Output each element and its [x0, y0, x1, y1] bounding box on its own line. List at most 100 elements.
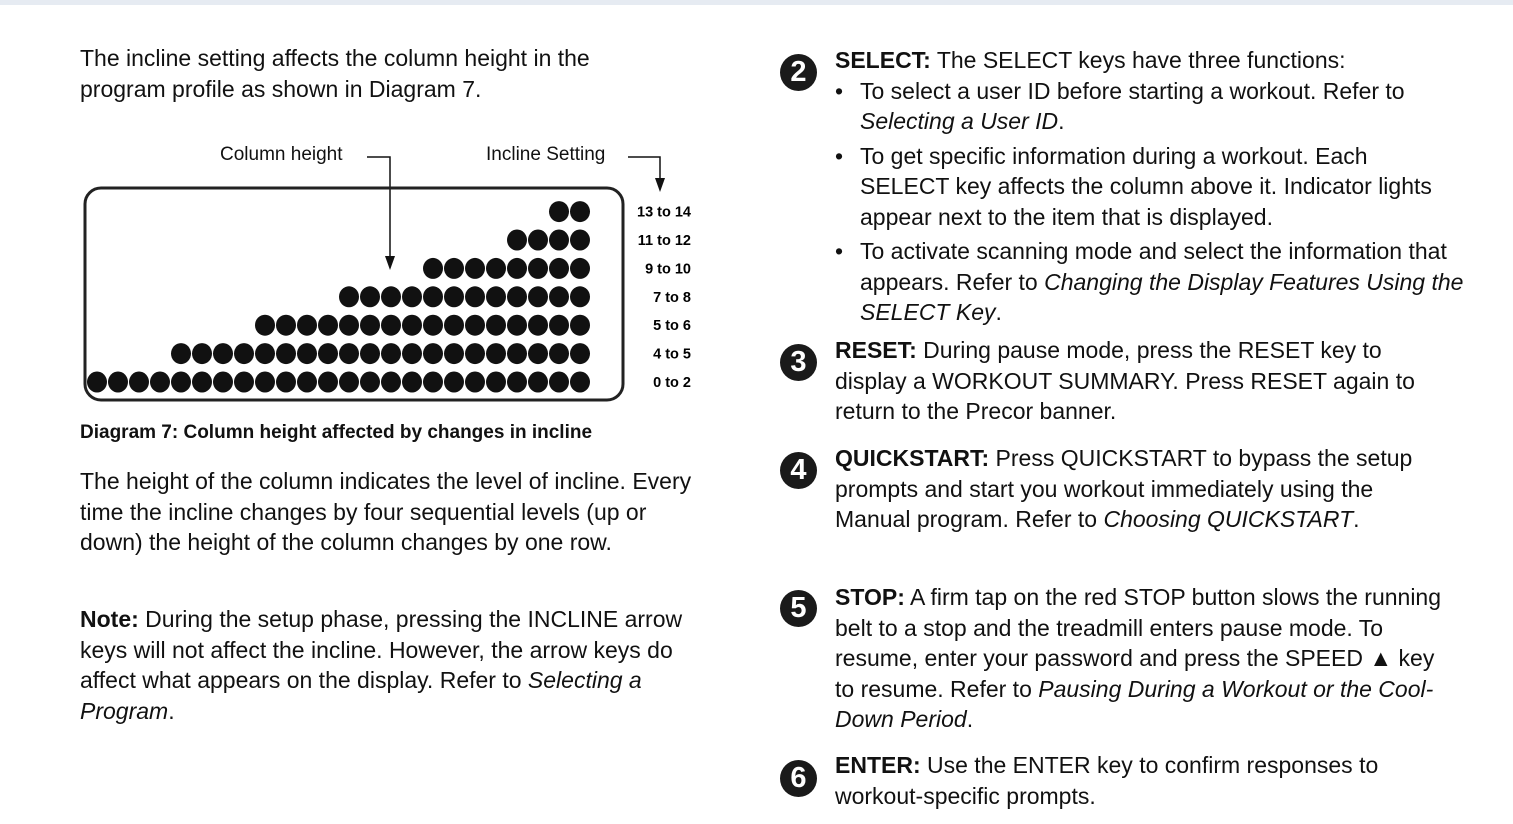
indicator-dot — [87, 371, 107, 393]
bullet-text: To get specific information during a wor… — [860, 142, 1432, 230]
incline-row-label: 0 to 2 — [653, 375, 691, 391]
indicator-dot — [549, 229, 569, 251]
indicator-dot — [318, 314, 338, 336]
indicator-dot — [486, 371, 506, 393]
select-text: The SELECT keys have three functions: — [930, 47, 1346, 73]
indicator-dot — [549, 257, 569, 279]
indicator-dot — [423, 343, 443, 365]
indicator-dot — [486, 257, 506, 279]
reset-text: During pause mode, press the RESET key t… — [835, 337, 1415, 424]
indicator-dot — [465, 257, 485, 279]
indicator-dot — [297, 371, 317, 393]
indicator-dot — [360, 286, 380, 308]
indicator-dot — [339, 343, 359, 365]
indicator-dot — [402, 286, 422, 308]
bullet-text: To activate scanning mode and select the… — [860, 238, 1447, 295]
number-3-icon: 3 — [780, 344, 817, 381]
indicator-dot — [171, 343, 191, 365]
note-paragraph: Note: During the setup phase, pressing t… — [80, 604, 715, 726]
bullet-reference: Changing the Display Features Using the … — [860, 268, 1464, 326]
indicator-dot — [465, 371, 485, 393]
number-5-icon: 5 — [780, 590, 817, 627]
bullet-item: •To select a user ID before starting a w… — [835, 76, 1460, 137]
indicator-dot — [402, 314, 422, 336]
note-reference: Selecting a Program — [80, 667, 642, 724]
quickstart-reference: Choosing QUICKSTART — [1103, 506, 1354, 532]
indicator-dot — [549, 201, 569, 223]
bullet-icon: • — [835, 142, 844, 169]
note-text: During the setup phase, pressing the INC… — [80, 606, 683, 693]
indicator-dot — [486, 286, 506, 308]
bullet-icon: • — [835, 77, 844, 104]
indicator-dot — [360, 314, 380, 336]
indicator-dot — [192, 371, 212, 393]
indicator-dot — [108, 371, 128, 393]
indicator-dot — [507, 371, 527, 393]
indicator-dot — [570, 201, 590, 223]
indicator-dot — [360, 371, 380, 393]
note-label: Note: — [80, 606, 139, 632]
top-band — [0, 0, 1513, 5]
indicator-dot — [213, 343, 233, 365]
bullet-reference: Selecting a User ID — [860, 108, 1059, 134]
bullet-item: •To activate scanning mode and select th… — [835, 236, 1490, 328]
column-height-label: Column height — [220, 144, 343, 165]
indicator-dot — [423, 371, 443, 393]
indicator-dot — [465, 343, 485, 365]
incline-setting-label: Incline Setting — [486, 144, 606, 165]
indicator-dot — [423, 286, 443, 308]
incline-setting-arrow — [628, 156, 665, 192]
display-frame — [83, 186, 625, 402]
indicator-dot — [192, 343, 212, 365]
indicator-dot — [381, 286, 401, 308]
indicator-dot — [486, 314, 506, 336]
indicator-dot — [528, 343, 548, 365]
select-item: SELECT: The SELECT keys have three funct… — [835, 45, 1485, 328]
indicator-dot — [570, 286, 590, 308]
indicator-dot — [465, 286, 485, 308]
quickstart-end: . — [1353, 506, 1360, 532]
indicator-dot — [297, 343, 317, 365]
indicator-dot — [549, 371, 569, 393]
number-4-icon: 4 — [780, 452, 817, 489]
indicator-dot — [339, 371, 359, 393]
stop-title: STOP: — [835, 584, 905, 610]
indicator-dot — [507, 343, 527, 365]
indicator-dot — [402, 343, 422, 365]
enter-title: ENTER: — [835, 752, 921, 778]
diagram-caption: Diagram 7: Column height affected by cha… — [80, 422, 593, 443]
indicator-dot — [444, 257, 464, 279]
indicator-dot — [465, 314, 485, 336]
indicator-dot — [150, 371, 170, 393]
indicator-dot — [570, 314, 590, 336]
incline-row-label: 4 to 5 — [653, 347, 691, 363]
indicator-dot — [549, 286, 569, 308]
indicator-dot — [255, 314, 275, 336]
indicator-dot — [339, 314, 359, 336]
indicator-dot — [276, 314, 296, 336]
indicator-dot — [339, 286, 359, 308]
indicator-dot — [423, 257, 443, 279]
indicator-dot — [570, 371, 590, 393]
indicator-dot — [297, 314, 317, 336]
indicator-dot — [528, 286, 548, 308]
indicator-dot — [234, 343, 254, 365]
bullet-end: . — [1058, 108, 1065, 134]
indicator-dot — [507, 257, 527, 279]
indicator-dot — [570, 257, 590, 279]
reset-title: RESET: — [835, 337, 917, 363]
indicator-dot — [507, 314, 527, 336]
stop-text: A firm tap on the red STOP button slows … — [835, 584, 1442, 702]
indicator-dot — [402, 371, 422, 393]
indicator-dot — [381, 314, 401, 336]
indicator-dot — [444, 286, 464, 308]
bullet-end: . — [995, 299, 1002, 325]
quickstart-title: QUICKSTART: — [835, 445, 990, 471]
enter-text: Use the ENTER key to confirm responses t… — [835, 752, 1379, 809]
indicator-dot — [549, 343, 569, 365]
incline-row-label: 7 to 8 — [653, 290, 691, 306]
quickstart-item: QUICKSTART: Press QUICKSTART to bypass t… — [835, 443, 1415, 535]
number-6-icon: 6 — [780, 760, 817, 797]
indicator-dot — [549, 314, 569, 336]
reset-item: RESET: During pause mode, press the RESE… — [835, 335, 1455, 427]
